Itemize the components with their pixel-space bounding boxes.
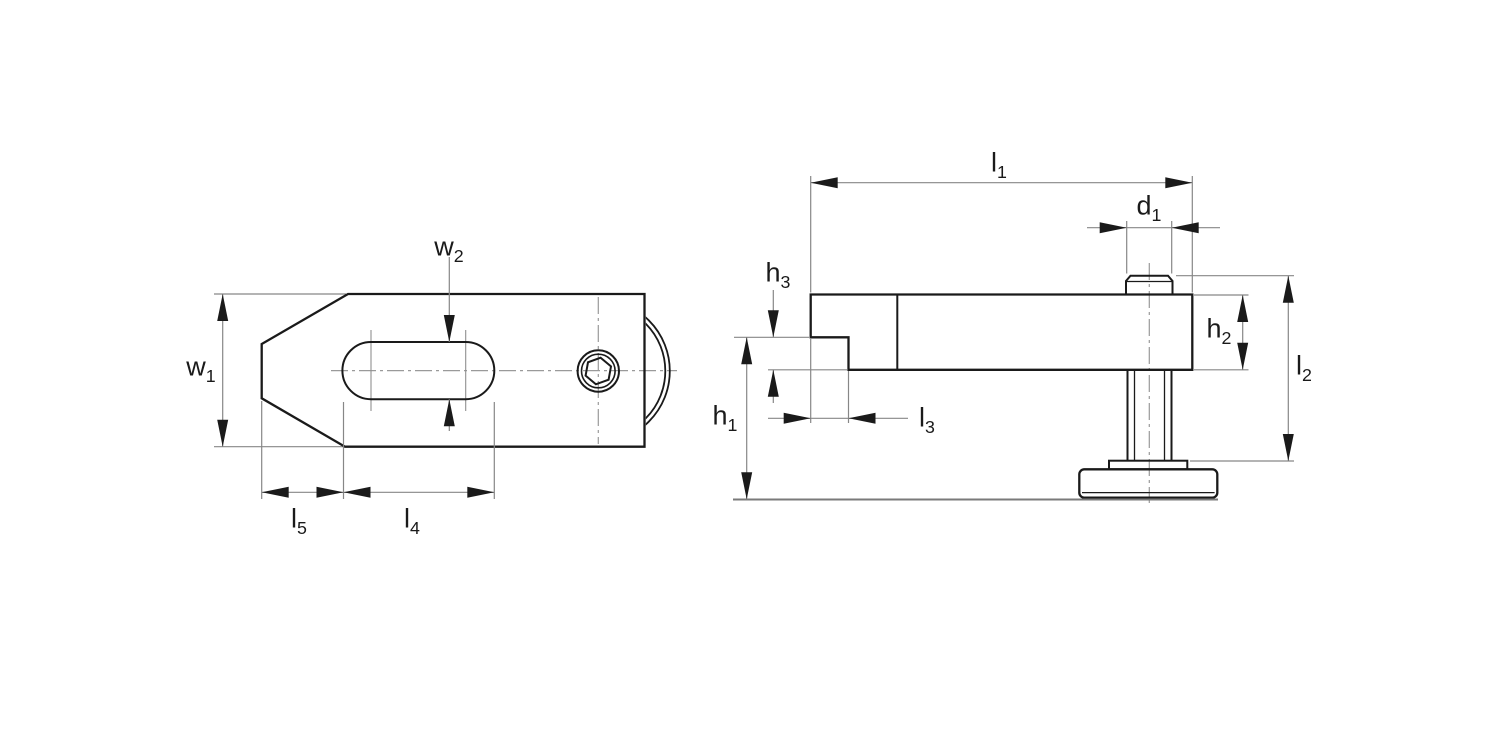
l2-arrow-up-icon (1282, 275, 1294, 303)
dim-label-h3: h3 (765, 257, 791, 292)
w1-arrow-down-icon (217, 419, 229, 447)
dim-label-w2: w2 (434, 231, 464, 266)
l5-arrow-left-icon (261, 486, 289, 498)
screw-inner-circle (580, 353, 616, 389)
screw-outer-circle (576, 349, 620, 393)
hex-socket-screw (576, 349, 620, 393)
swivel-foot-arc (645, 316, 671, 426)
w1-arrow-up-icon (217, 294, 229, 321)
d1-arrow-left-icon (1171, 222, 1199, 234)
clamp-bar-outline (809, 293, 1194, 371)
l3-arrow-left-icon (848, 412, 876, 424)
swivel-arc-inner (645, 322, 667, 420)
l1-arrow-left-icon (810, 177, 838, 189)
h3-arrow-down-icon (767, 310, 779, 338)
h2-arrow-up-icon (1237, 295, 1249, 322)
dim-label-l2: l2 (1296, 350, 1312, 385)
hex-socket-icon (584, 356, 613, 386)
dim-label-l4: l4 (404, 503, 420, 538)
l2-arrow-down-icon (1282, 434, 1294, 461)
dim-label-d1: d1 (1136, 190, 1162, 225)
swivel-foot (1078, 468, 1219, 499)
swivel-arc-outer (645, 316, 671, 426)
dim-label-l3: l3 (919, 402, 935, 437)
h1-arrow-down-icon (741, 472, 753, 500)
dim-label-h2: h2 (1206, 313, 1232, 348)
l1-arrow-right-icon (1165, 177, 1193, 189)
l4-arrow-right-icon (467, 486, 495, 498)
side-view (733, 176, 1294, 503)
dim-label-w1: w1 (186, 351, 216, 386)
w2-arrow-down-icon (443, 315, 455, 342)
h2-arrow-down-icon (1237, 342, 1249, 370)
top-view (214, 257, 677, 499)
washer (1108, 459, 1189, 471)
d1-arrow-right-icon (1099, 222, 1127, 234)
h3-arrow-up-icon (767, 369, 779, 397)
screw-head (1125, 274, 1174, 295)
l5-arrow-right-icon (316, 486, 344, 498)
h1-arrow-up-icon (741, 337, 753, 365)
clamp-plate-outline (260, 292, 646, 448)
l4-arrow-left-icon (343, 486, 371, 498)
dim-label-l1: l1 (991, 147, 1007, 182)
dim-label-h1: h1 (712, 400, 738, 435)
l3-arrow-right-icon (783, 412, 811, 424)
screw-shank (1126, 369, 1173, 461)
clamp-slot (341, 341, 496, 401)
w2-arrow-up-icon (443, 399, 455, 427)
dim-label-l5: l5 (291, 503, 307, 538)
